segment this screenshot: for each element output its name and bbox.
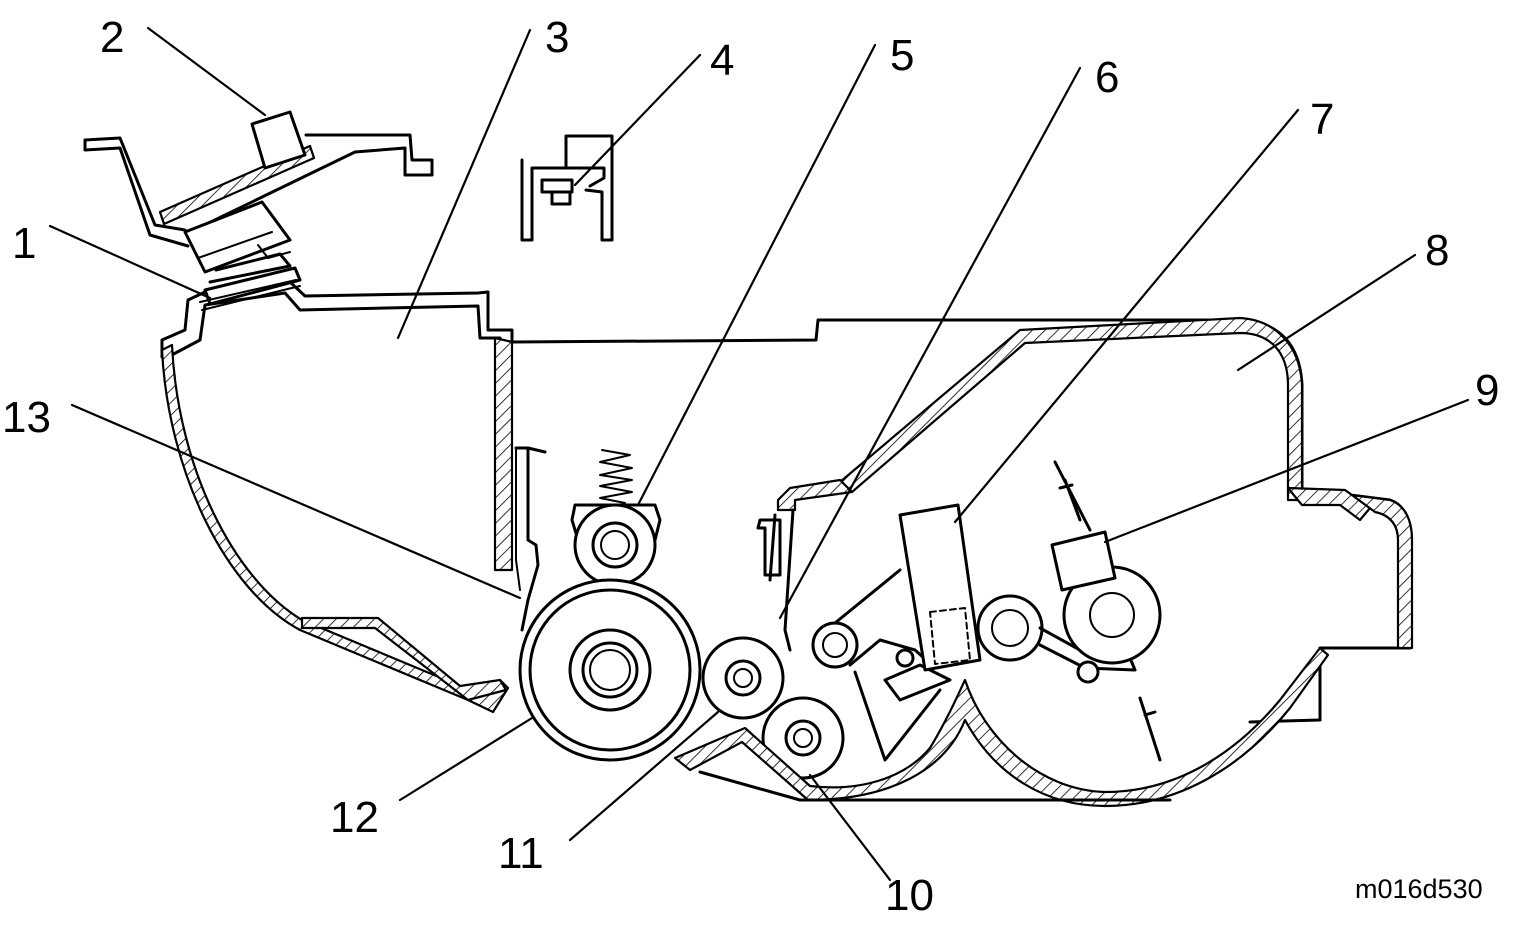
callout-13: 13: [2, 393, 51, 442]
callout-3: 3: [545, 13, 569, 62]
figure-id: m016d530: [1355, 874, 1483, 904]
leader-12: [398, 716, 534, 802]
callout-labels: 1 2 3 4 5 6 7 8 9 10 11 12 13: [2, 13, 1499, 920]
agitator-roller: [761, 696, 845, 780]
leader-10: [808, 773, 892, 882]
leader-11: [568, 710, 720, 842]
leader-4: [573, 53, 702, 187]
leader-3: [396, 28, 532, 340]
callout-8: 8: [1425, 226, 1449, 275]
leader-8: [1236, 253, 1417, 372]
callout-6: 6: [1095, 53, 1119, 102]
callout-1: 1: [12, 219, 36, 268]
toner-density-sensor-bracket: [520, 134, 614, 242]
leader-2: [146, 26, 267, 117]
leader-5: [636, 43, 877, 507]
mixing-mechanism: [811, 460, 1162, 762]
leader-13: [70, 403, 522, 600]
callout-4: 4: [710, 36, 734, 85]
toner-supply-roller: [701, 636, 785, 720]
callout-9: 9: [1475, 366, 1499, 415]
development-roller: [518, 578, 702, 762]
callout-11: 11: [498, 829, 544, 878]
callout-5: 5: [890, 31, 914, 80]
toner-end-sensor: [83, 110, 434, 311]
callout-7: 7: [1310, 95, 1334, 144]
pressure-spring-roller: [570, 449, 662, 587]
leader-9: [1103, 398, 1470, 544]
callout-12: 12: [330, 793, 379, 842]
callout-2: 2: [100, 13, 124, 62]
callout-10: 10: [885, 871, 934, 920]
leader-7: [953, 108, 1300, 524]
leader-6: [778, 66, 1082, 620]
leader-1: [48, 224, 212, 300]
toner-hopper: [160, 280, 1242, 714]
developer-tank: [673, 316, 1414, 808]
leader-lines: [48, 26, 1470, 882]
